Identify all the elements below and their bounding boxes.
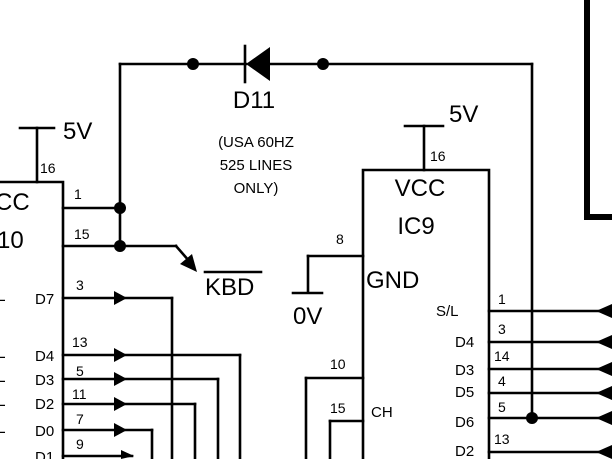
junction-dot [317,58,329,70]
ic9-pin-4-label: D5 [455,384,474,401]
left-ic-body [0,180,65,459]
left-pin-11-num: 11 [72,386,87,402]
junction-dot [187,58,199,70]
note-line-3: ONLY) [234,180,279,197]
left-pin-5-label: D3 [35,372,54,389]
left-ic: CC 10 5V 16 1 15 KBD – D7 3 – D4 13 – [0,118,263,459]
ic9-vcc-pin: 16 [430,148,446,164]
left-pin-11-label: D2 [35,396,54,413]
ground-label: 0V [293,303,322,330]
junction-dot [114,202,126,214]
left-pin-15-num: 15 [74,226,90,242]
ic9-pin-3-label: D4 [455,334,474,351]
left-dash: – [0,394,5,414]
left-pin-5-num: 5 [76,363,84,379]
left-pin-7-label: D0 [35,423,54,440]
ic9-pin-15-num: 15 [330,400,346,416]
note-line-1: (USA 60HZ [218,134,294,151]
ic9-pin-1-label: S/L [436,303,459,320]
kbd-arrow [180,254,197,272]
ic9-pin-5-num: 5 [498,399,506,415]
ic9: VCC IC9 GND 5V 16 8 0V 10 15 CH S/L 1 D4… [291,101,612,459]
diode-label: D11 [233,87,275,114]
junction-dot [114,240,126,252]
ic9-pin-15-label: CH [371,404,393,421]
adjacent-module-outline [584,0,612,220]
ic9-pin-1-num: 1 [498,291,506,307]
left-pin-7-num: 7 [76,411,84,427]
left-pin-13-label: D4 [35,348,54,365]
left-pin-3-num: 3 [76,277,84,293]
diode-triangle [246,47,270,81]
left-pin-9-label: D1 [35,449,54,459]
supply-left-label: 5V [63,118,92,145]
diode-note: (USA 60HZ 525 LINES ONLY) [218,134,294,197]
kbd-label: KBD [205,274,254,301]
supply-right-label: 5V [449,101,478,128]
junction-dot [526,412,538,424]
ic9-vcc-label: VCC [395,175,446,202]
ic9-pin-14-label: D3 [455,362,474,379]
left-pin-1-num: 1 [74,186,82,202]
note-line-2: 525 LINES [220,157,293,174]
left-pin-3-label: D7 [35,291,54,308]
left-dash: – [0,346,5,366]
ic9-pin-10-num: 10 [330,356,346,372]
ic9-pin-13-num: 13 [494,431,510,447]
left-vcc-pin: 16 [40,160,56,176]
left-dash: – [0,421,5,441]
left-pin-9-num: 9 [76,436,84,452]
ic9-pin-5-label: D6 [455,414,474,431]
ic9-pin-14-num: 14 [494,348,510,364]
left-ic-name: 10 [0,227,24,254]
ic9-body [361,168,491,459]
ic9-pin-13-label: D2 [455,443,474,459]
ic9-pin-3-num: 3 [498,321,506,337]
ic9-pin-4-num: 4 [498,373,506,389]
left-dash: – [0,370,5,390]
ic9-gnd-label: GND [366,267,419,294]
ic9-gnd-pin: 8 [336,231,344,247]
left-pin-13-num: 13 [72,334,88,350]
ic9-name: IC9 [397,213,434,240]
diode-d11: D11 [118,44,534,114]
left-ic-vcc-label: CC [0,189,30,216]
left-dash: – [0,289,5,309]
